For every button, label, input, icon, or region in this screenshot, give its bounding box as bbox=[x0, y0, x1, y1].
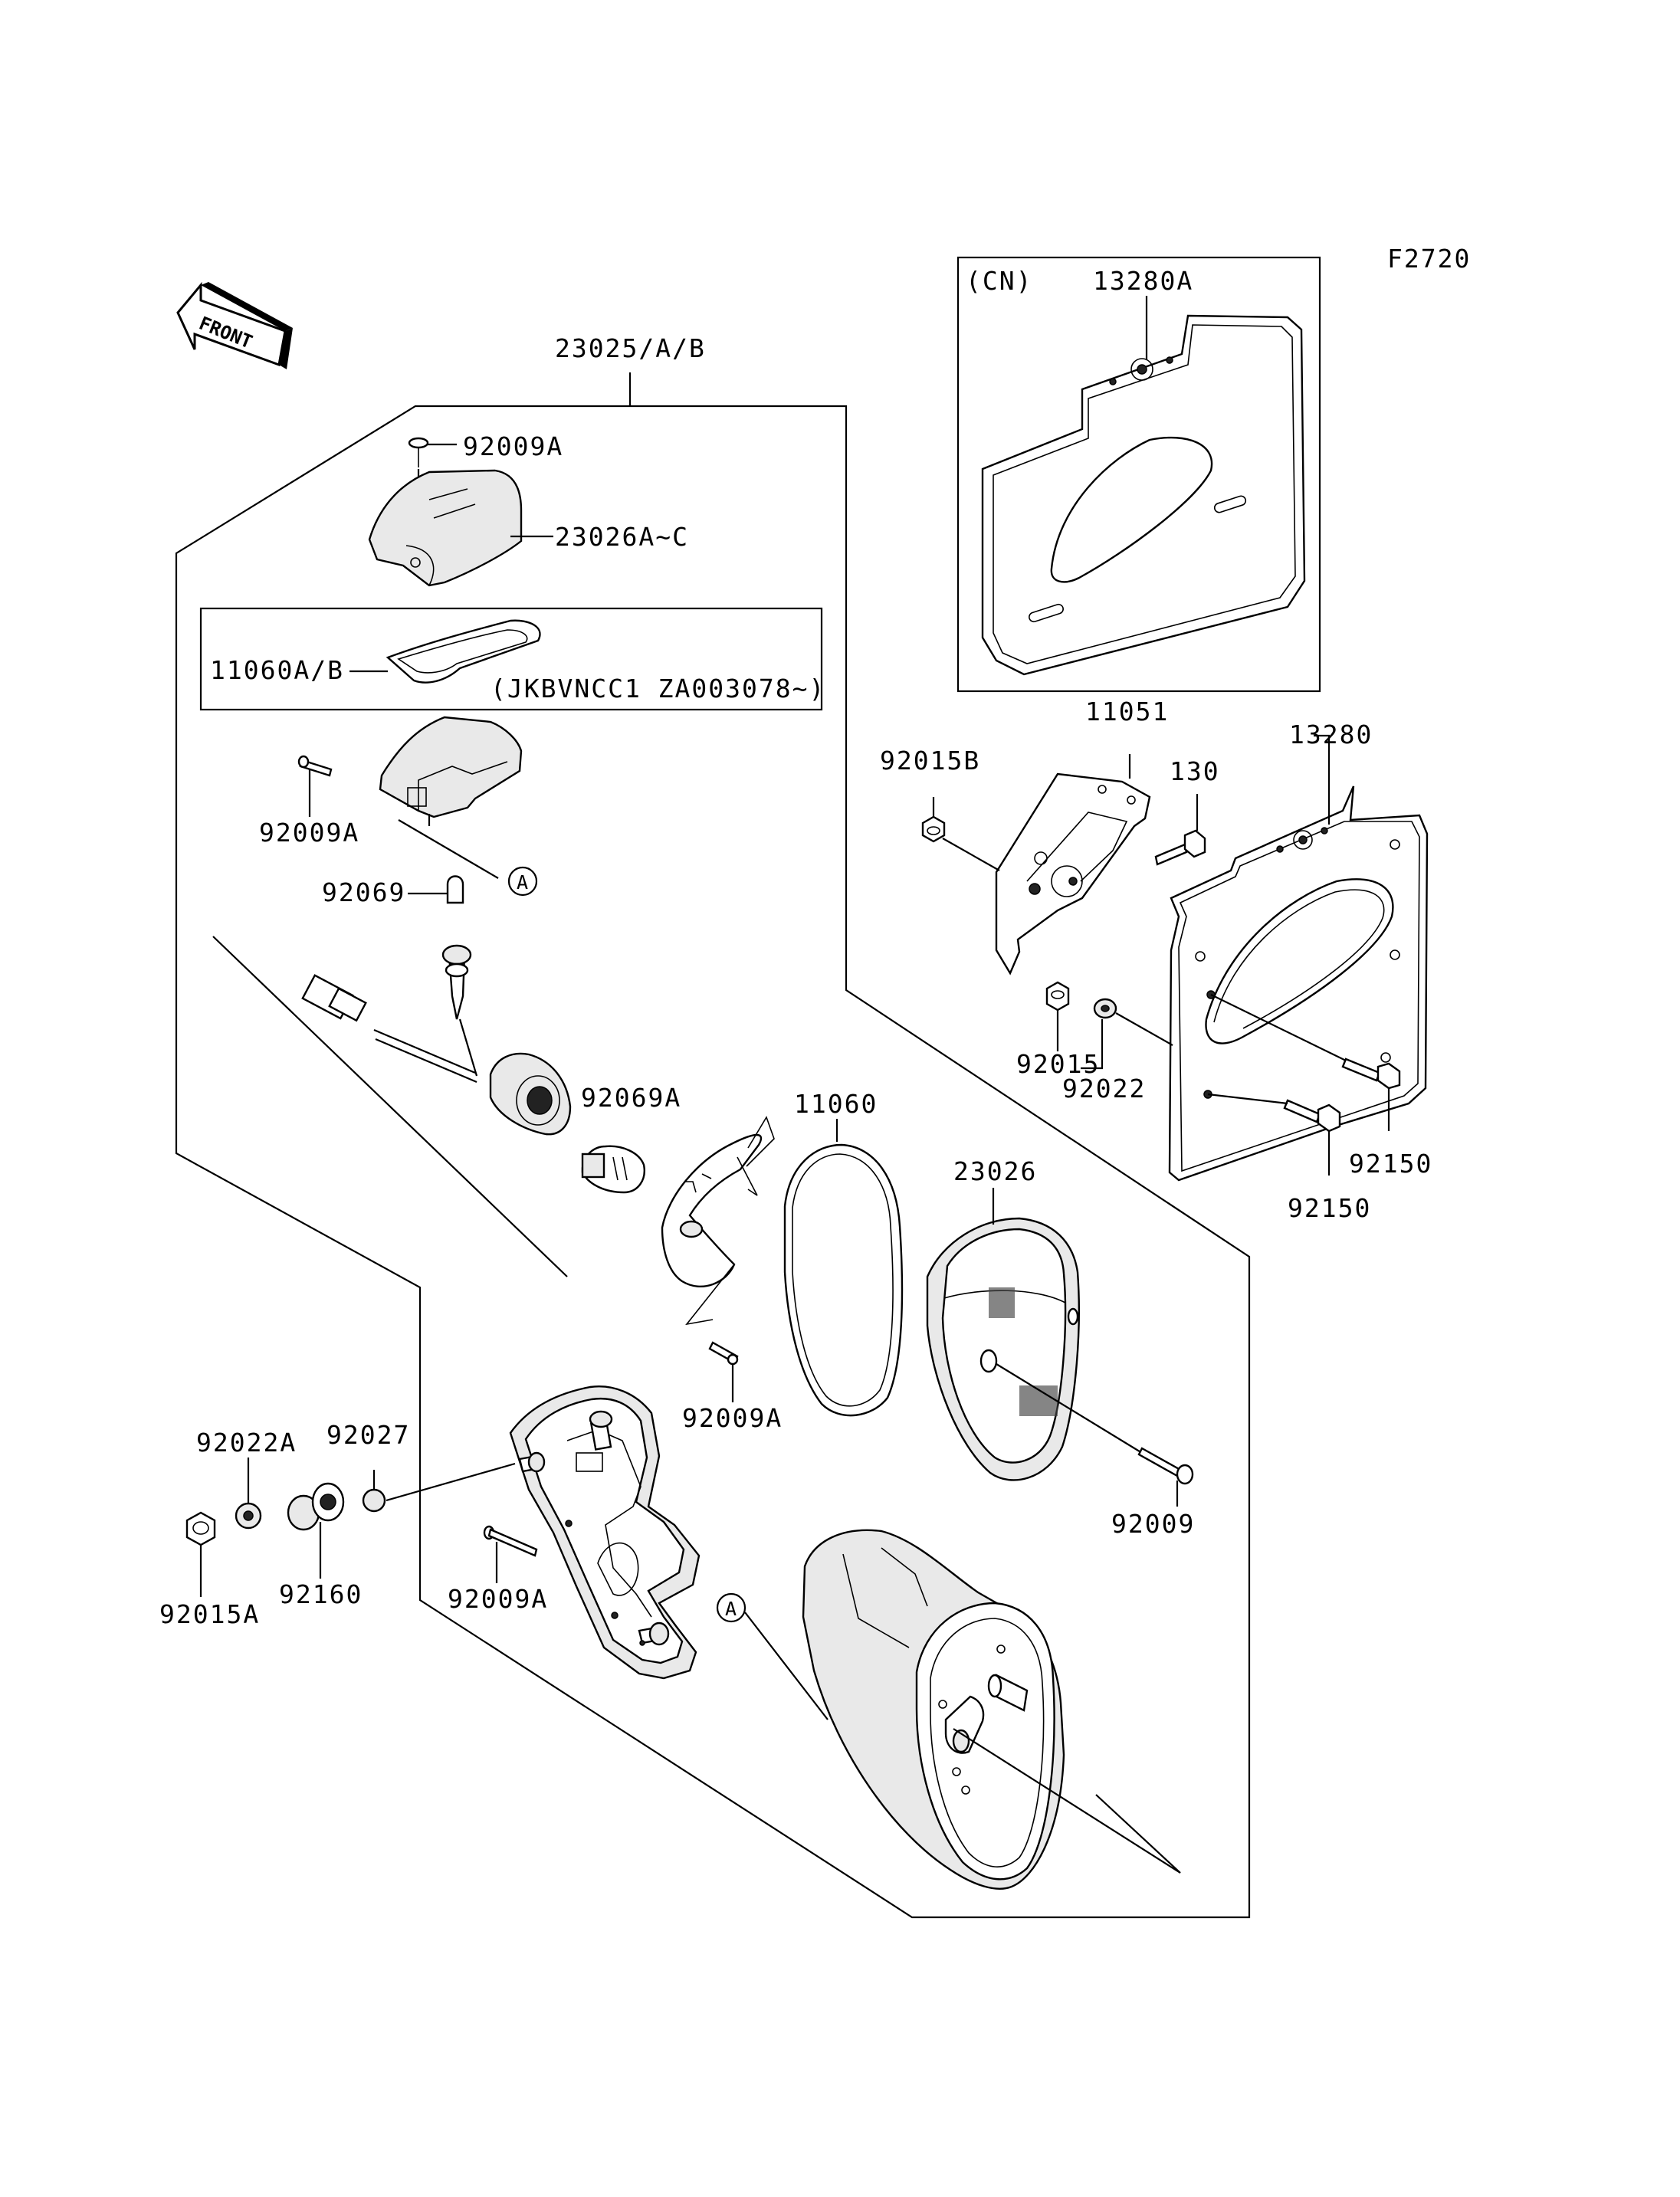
bulb-92069a bbox=[581, 1145, 645, 1194]
label-92150-a: 92150 bbox=[1349, 1149, 1432, 1179]
mounting-bracket bbox=[995, 754, 1151, 976]
vin-note: (JKBVNCC1 ZA003078~) bbox=[491, 674, 825, 703]
assembly-outline bbox=[175, 372, 1251, 1919]
cn-variant-label: (CN) bbox=[966, 266, 1032, 296]
label-92009a-top: 92009A bbox=[463, 431, 563, 461]
label-23025: 23025/A/B bbox=[555, 333, 706, 363]
cn-variant-box: (CN) bbox=[956, 256, 1321, 693]
bolt-92150-b bbox=[1207, 1093, 1341, 1176]
wiring-harness bbox=[212, 936, 572, 1277]
label-92009: 92009 bbox=[1111, 1509, 1195, 1539]
label-11060: 11060 bbox=[794, 1089, 878, 1119]
license-plate-bracket bbox=[1168, 734, 1429, 1182]
license-lamp-housing bbox=[379, 716, 523, 879]
label-92015a: 92015A bbox=[159, 1599, 260, 1629]
label-92160: 92160 bbox=[279, 1579, 363, 1609]
callout-a-bottom-label: A bbox=[725, 1598, 737, 1620]
lens-gasket bbox=[783, 1119, 904, 1417]
screw-92009a-low bbox=[483, 1525, 538, 1583]
washer-92022a bbox=[235, 1458, 262, 1530]
label-13280a: 13280A bbox=[1093, 266, 1193, 296]
label-92069a: 92069A bbox=[581, 1083, 681, 1113]
base-bracket bbox=[509, 1385, 701, 1680]
label-92009a-low: 92009A bbox=[448, 1584, 548, 1614]
screw-92009a-left bbox=[297, 755, 333, 817]
bulb-92069 bbox=[408, 875, 464, 904]
lamp-lens bbox=[926, 1188, 1080, 1481]
callout-a-top: A bbox=[507, 866, 538, 897]
label-92015b: 92015B bbox=[880, 746, 980, 776]
label-13280: 13280 bbox=[1289, 720, 1373, 749]
gasket-box: (JKBVNCC1 ZA003078~) bbox=[199, 607, 825, 711]
nut-92015a bbox=[185, 1511, 216, 1597]
label-92009a-left: 92009A bbox=[259, 818, 359, 848]
bolt-92150-a bbox=[1210, 994, 1401, 1131]
reflector bbox=[661, 1116, 775, 1326]
label-92150-b: 92150 bbox=[1288, 1193, 1371, 1223]
screw-92009 bbox=[996, 1363, 1194, 1507]
bolt-130 bbox=[1154, 794, 1206, 866]
screw-92009a-mid bbox=[708, 1341, 739, 1402]
label-23026a: 23026A~C bbox=[555, 522, 689, 552]
nut-92015 bbox=[1045, 981, 1070, 1051]
tail-lamp-housing bbox=[802, 1529, 1181, 1890]
figure-code: F2720 bbox=[1387, 244, 1471, 274]
label-11051: 11051 bbox=[1085, 697, 1169, 726]
label-92069: 92069 bbox=[322, 877, 405, 907]
part-labels: 23025/A/B 92009A 23026A~C 11060A/B 92009… bbox=[159, 266, 1432, 1629]
label-92022a: 92022A bbox=[196, 1428, 297, 1458]
label-92009a-mid: 92009A bbox=[682, 1403, 783, 1433]
cover-23026a bbox=[368, 469, 553, 587]
callout-a-top-label: A bbox=[517, 871, 529, 894]
label-92022: 92022 bbox=[1062, 1074, 1146, 1103]
front-arrow-icon: FRONT bbox=[176, 281, 293, 369]
callout-a-bottom: A bbox=[716, 1592, 829, 1720]
washer-92022 bbox=[1081, 998, 1173, 1070]
label-23026: 23026 bbox=[953, 1156, 1037, 1186]
label-130: 130 bbox=[1170, 756, 1220, 786]
grommet-92160 bbox=[287, 1482, 345, 1579]
label-92027: 92027 bbox=[326, 1420, 410, 1450]
label-92015: 92015 bbox=[1016, 1049, 1100, 1079]
nut-92015b bbox=[921, 797, 1000, 871]
spacer-92027 bbox=[362, 1462, 516, 1513]
label-11060a: 11060A/B bbox=[210, 655, 344, 685]
